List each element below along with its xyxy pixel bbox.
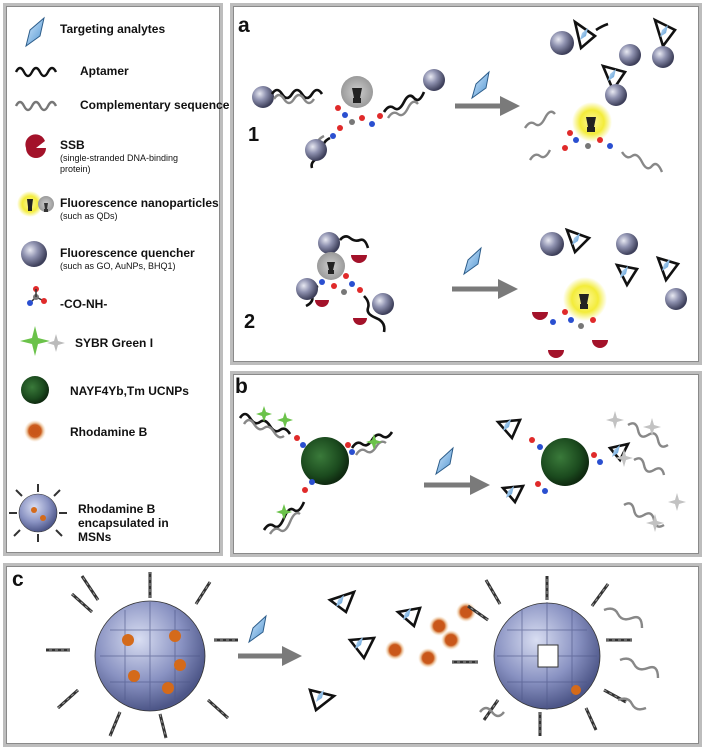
legend-sybr: SYBR Green I xyxy=(75,336,154,350)
legend-complementary: Complementary sequence xyxy=(80,98,230,112)
step-1-label: 1 xyxy=(248,124,260,146)
panel-b-products xyxy=(495,411,686,532)
legend-rhodamine: Rhodamine B xyxy=(70,425,148,439)
legend-fluorescence-np-sub: (such as QDs) xyxy=(60,211,118,221)
panel-c-analyte xyxy=(248,614,267,644)
step1-analyte xyxy=(471,70,490,100)
step1-probe-complex xyxy=(252,69,445,169)
panel-b-analyte xyxy=(435,446,454,476)
legend-ucnp: NAYF4Yb,Tm UCNPs xyxy=(70,384,189,398)
ucnp-probe-complex xyxy=(238,406,394,535)
quencher-icon xyxy=(21,241,47,267)
legend-panel xyxy=(3,3,223,556)
step2-products xyxy=(532,227,687,358)
panel-c-released xyxy=(308,589,476,713)
step2-probe-complex xyxy=(296,232,394,333)
amide-bond-icon xyxy=(27,286,47,306)
step2-analyte xyxy=(463,246,482,276)
legend-ssb-sub: (single-stranded DNA-binding protein) xyxy=(60,153,179,174)
panel-a-label: a xyxy=(238,14,250,37)
step-2-label: 2 xyxy=(244,311,256,333)
legend-quencher-sub: (such as GO, AuNPs, BHQ1) xyxy=(60,261,176,271)
msn-icon xyxy=(9,484,67,542)
legend-rhodamine-msn: Rhodamine B encapsulated in MSNs xyxy=(78,502,169,544)
step1-products xyxy=(523,17,677,173)
complementary-icon xyxy=(14,100,58,112)
msn-opened-particle xyxy=(452,576,660,736)
analyte-icon xyxy=(25,16,45,48)
legend-aptamer: Aptamer xyxy=(80,64,129,78)
legend-ssb: SSB xyxy=(60,138,85,152)
legend-amide: -CO-NH- xyxy=(60,297,108,311)
legend-targeting-analytes: Targeting analytes xyxy=(60,22,166,36)
ucnp-icon xyxy=(21,376,49,404)
legend-fluorescence-np: Fluorescence nanoparticles xyxy=(60,196,219,210)
aptamer-icon xyxy=(14,66,58,78)
panel-b-label: b xyxy=(235,375,248,398)
legend-quencher: Fluorescence quencher xyxy=(60,246,195,260)
msn-loaded-particle xyxy=(46,572,238,739)
fluorescence-nanoparticle-icon xyxy=(17,191,54,217)
panel-c-label: c xyxy=(12,568,24,591)
rhodamine-icon xyxy=(24,420,46,442)
ssb-icon xyxy=(25,134,46,159)
sybr-green-icon xyxy=(20,326,65,356)
